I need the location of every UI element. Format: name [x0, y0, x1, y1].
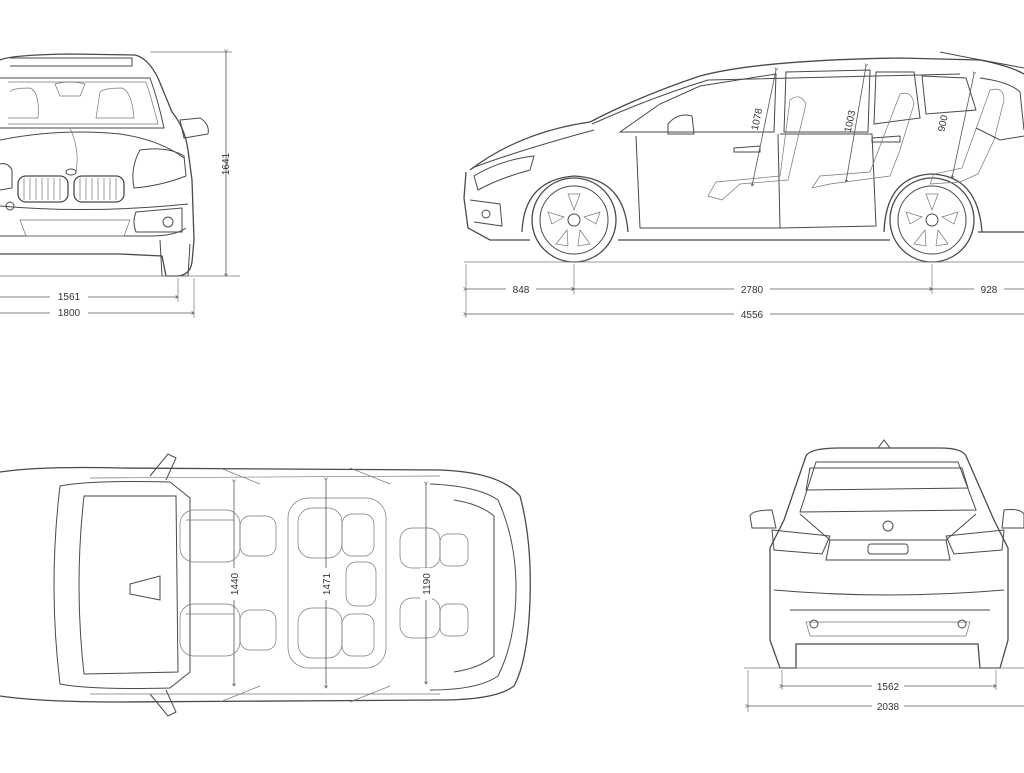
overall-length-label: 4556	[741, 310, 764, 321]
top-view: 1440 1471 1190	[0, 453, 531, 717]
rear-width-label: 2038	[877, 702, 900, 713]
front-overhang-label: 848	[513, 285, 530, 296]
headroom-row1-label: 1078	[750, 107, 765, 131]
rear-view: 1562 2038	[744, 439, 1024, 713]
side-view: 1078 1003 900 848 2780 928 4556	[463, 51, 1024, 321]
rear-track-label: 1562	[877, 682, 900, 693]
headroom-row3-label: 900	[936, 114, 950, 133]
shoulder-row3-label: 1190	[422, 573, 433, 595]
shoulder-row1-label: 1440	[230, 572, 241, 595]
shoulder-row2-label: 1471	[322, 572, 333, 595]
front-height-label: 1641	[221, 152, 232, 175]
front-view: 1641 1561 1800	[0, 52, 240, 319]
front-track-label: 1561	[58, 292, 81, 303]
front-width-label: 1800	[58, 308, 81, 319]
headroom-row2-label: 1003	[843, 109, 858, 133]
wheelbase-label: 2780	[741, 285, 764, 296]
rear-overhang-label: 928	[981, 285, 998, 296]
